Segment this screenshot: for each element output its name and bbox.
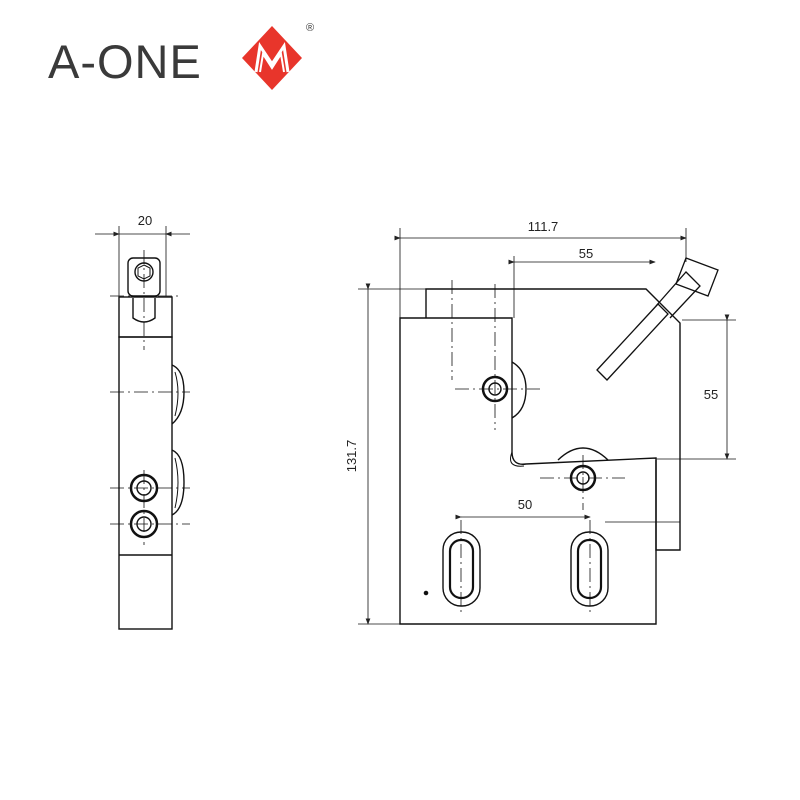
adjust-screw — [596, 257, 719, 381]
front-view — [358, 228, 736, 625]
slot-left — [442, 531, 481, 607]
registered-mark: ® — [306, 22, 315, 34]
slot-right — [570, 531, 609, 607]
dim-overall-height: 131.7 — [344, 440, 359, 473]
side-top-block — [118, 296, 173, 338]
brand-name: A-ONE — [48, 35, 202, 88]
dim-overall-width: 111.7 — [528, 219, 559, 234]
dim-right-height: 55 — [704, 387, 718, 402]
adjust-screw-head — [675, 257, 719, 297]
middle-boss — [557, 447, 609, 461]
back-plate-outline — [425, 288, 681, 551]
main-plate — [399, 317, 657, 625]
brand-logo: A-ONE ® — [40, 20, 340, 100]
dim-slot-spacing: 50 — [518, 497, 532, 512]
dim-upper-width: 55 — [579, 246, 593, 261]
dim-side-width: 20 — [138, 213, 152, 228]
side-bump-bottom — [171, 449, 185, 516]
brand-m-icon — [242, 26, 302, 90]
side-view — [95, 226, 190, 630]
upper-boss — [511, 361, 527, 419]
side-body — [118, 336, 173, 630]
reference-dot — [423, 590, 429, 596]
